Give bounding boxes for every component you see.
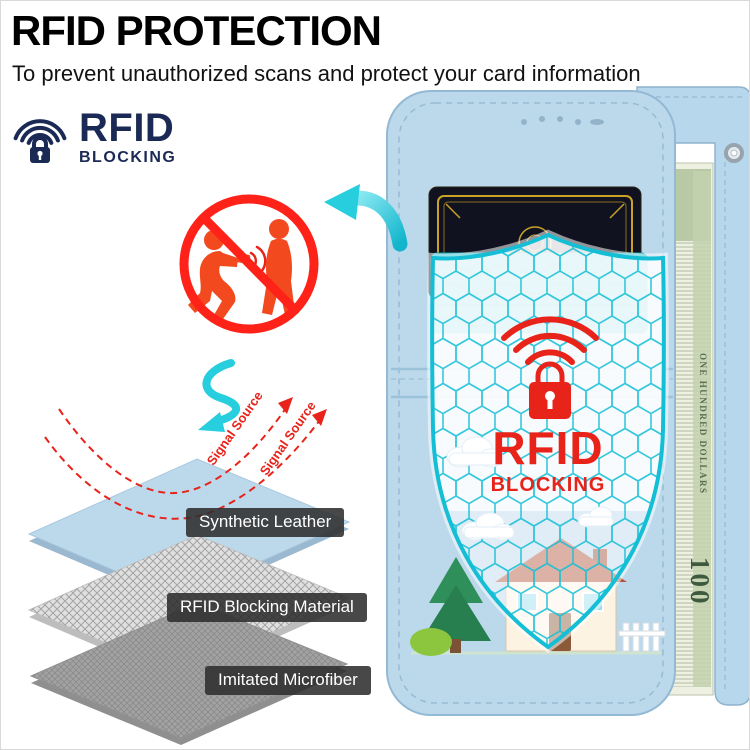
material-layers-diagram [27, 458, 351, 745]
shield-rfid-lock-icon [501, 316, 599, 419]
clouds [446, 436, 614, 541]
curved-arrow-to-layers [198, 359, 240, 432]
picket-fence [618, 622, 666, 652]
banknote-side-text: ONE HUNDRED DOLLARS [698, 353, 708, 495]
rfid-lock-signal-icon [13, 119, 67, 163]
label-imitated-microfiber: Imitated Microfiber [205, 666, 371, 695]
no-scanning-prohibition-sign [179, 194, 319, 334]
label-rfid-blocking-material: RFID Blocking Material [167, 593, 367, 622]
layer-imitated-microfiber [29, 602, 349, 745]
page-title: RFID PROTECTION [11, 7, 382, 54]
pine-trees [410, 557, 491, 656]
curved-arrow-to-case [324, 184, 408, 252]
rfid-shield-overlay [427, 229, 669, 654]
logo-blocking-text: BLOCKING [79, 149, 177, 166]
clasp-dots [521, 116, 604, 125]
eyelet-icon [724, 143, 744, 163]
page-subtitle: To prevent unauthorized scans and protec… [12, 61, 641, 86]
banknote-denomination: 100 [685, 557, 715, 607]
rfid-blocking-logo: RFID BLOCKING [9, 107, 176, 169]
logo-rfid-text: RFID [79, 106, 175, 150]
label-synthetic-leather: Synthetic Leather [186, 508, 345, 537]
